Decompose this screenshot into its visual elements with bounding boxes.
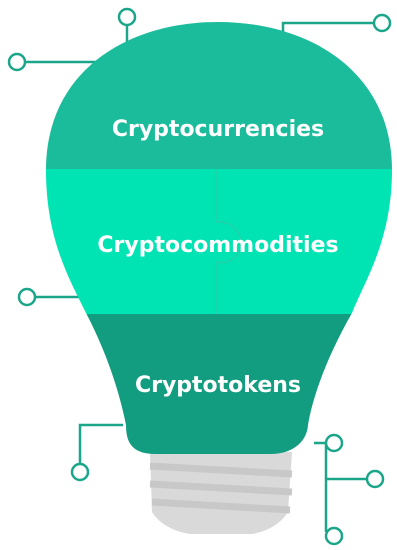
- bulb-base: [149, 452, 293, 534]
- label-cryptotokens: Cryptotokens: [135, 373, 301, 398]
- node-bottom-right-low: [324, 526, 344, 546]
- node-mid-left: [17, 287, 37, 307]
- band-cryptocommodities: [46, 169, 392, 314]
- connector-bottom-left: [78, 423, 123, 464]
- label-cryptocurrencies: Cryptocurrencies: [112, 117, 324, 142]
- node-top-left-lower: [7, 52, 27, 72]
- node-bottom-right-mid: [365, 469, 385, 489]
- node-top-right: [372, 13, 392, 33]
- node-top-left-upper: [117, 7, 137, 27]
- node-bottom-right-top: [324, 433, 344, 453]
- connector-bottom-right: [314, 441, 366, 532]
- node-bottom-left: [70, 462, 90, 482]
- connector-nodes: [7, 7, 392, 546]
- puzzle-seam: [215, 169, 242, 314]
- band-cryptocurrencies: [46, 22, 392, 169]
- label-cryptocommodities: Cryptocommodities: [97, 233, 338, 258]
